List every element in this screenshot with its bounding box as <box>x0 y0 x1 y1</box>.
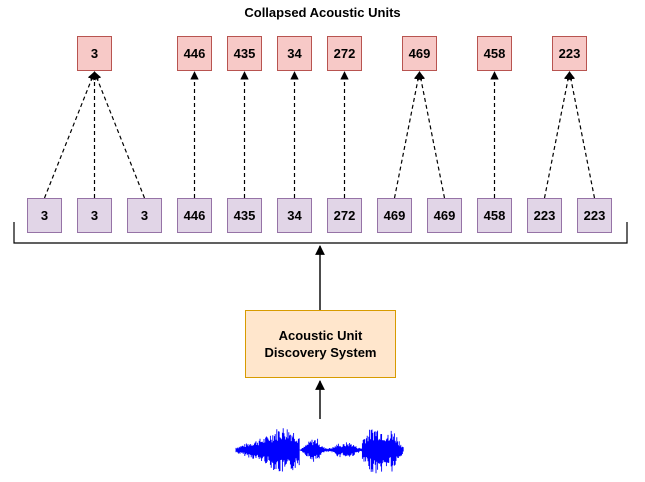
frame-unit-box: 435 <box>227 198 262 233</box>
acoustic-unit-discovery-system: Acoustic Unit Discovery System <box>245 310 396 378</box>
frame-unit-box: 34 <box>277 198 312 233</box>
frame-unit-box: 223 <box>527 198 562 233</box>
collapsed-unit-box: 435 <box>227 36 262 71</box>
audio-waveform-icon <box>235 428 404 474</box>
frame-unit-box: 3 <box>77 198 112 233</box>
diagram-title: Collapsed Acoustic Units <box>244 5 401 20</box>
collapsed-unit-box: 446 <box>177 36 212 71</box>
frame-unit-box: 3 <box>127 198 162 233</box>
frame-bracket <box>13 222 628 244</box>
collapse-link-arrow <box>93 71 146 199</box>
collapsed-unit-box: 469 <box>402 36 437 71</box>
frame-unit-box: 458 <box>477 198 512 233</box>
collapsed-unit-box: 223 <box>552 36 587 71</box>
collapsed-unit-box: 272 <box>327 36 362 71</box>
collapse-link-arrow <box>543 71 573 199</box>
frame-unit-box: 469 <box>377 198 412 233</box>
collapse-link-arrow <box>566 71 596 199</box>
collapsed-unit-box: 34 <box>277 36 312 71</box>
collapsed-unit-box: 3 <box>77 36 112 71</box>
frame-unit-box: 272 <box>327 198 362 233</box>
frame-unit-box: 469 <box>427 198 462 233</box>
collapse-link-arrow <box>393 71 423 199</box>
collapsed-unit-box: 458 <box>477 36 512 71</box>
collapse-link-arrow <box>416 71 446 199</box>
frame-unit-box: 446 <box>177 198 212 233</box>
collapse-link-arrow <box>43 71 96 199</box>
frame-unit-box: 3 <box>27 198 62 233</box>
frame-unit-box: 223 <box>577 198 612 233</box>
